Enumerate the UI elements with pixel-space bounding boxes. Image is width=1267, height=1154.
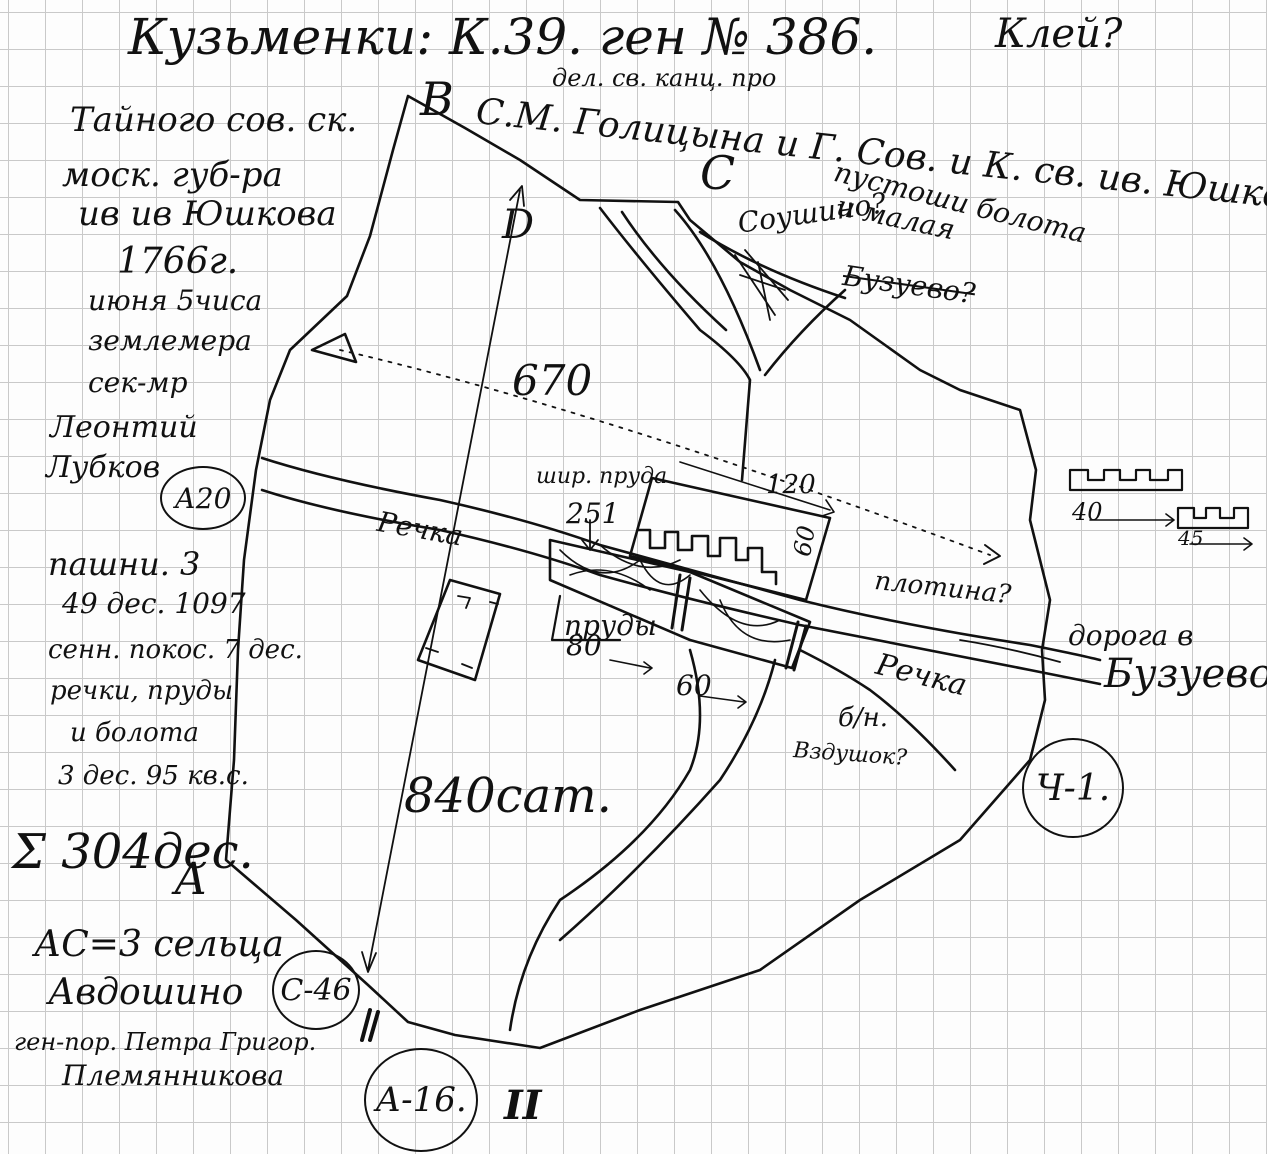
dotted-line — [339, 349, 991, 556]
left-note-line: землемера — [88, 324, 252, 357]
dim-60-arrow — [699, 695, 747, 709]
land-note-line: сенн. покос. 7 дес. — [48, 635, 303, 665]
sheet-title: Кузьменки: К.39. ген № 386. — [128, 8, 878, 66]
owner-line1: дел. св. канц. про — [552, 64, 777, 92]
corner-label-d: D — [502, 202, 535, 248]
total-area: Σ 304дес. — [12, 824, 254, 880]
pond — [548, 538, 812, 670]
pond-width-label: шир. пруда — [536, 464, 668, 489]
bottom-note-line: Племянникова — [62, 1059, 285, 1092]
legend-symbol-1 — [1068, 468, 1184, 492]
bottom-note-line: АС=3 сельца — [34, 924, 284, 965]
dimension-251: 251 — [566, 497, 620, 530]
left-note-line: июня 5чиса — [88, 284, 263, 317]
left-note-line: ив ив Юшкова — [78, 194, 337, 234]
stamp-a20: А20 — [160, 466, 246, 530]
bottom-note-line: ген-пор. Петра Григор. — [14, 1028, 317, 1056]
bottom-note-line: Авдошино — [48, 972, 244, 1013]
road — [508, 648, 777, 1032]
left-note-line: Лубков — [46, 450, 161, 485]
land-note-line: речки, пруды — [50, 676, 234, 706]
dim-251-arrow — [581, 519, 599, 551]
ravine — [598, 206, 847, 482]
pond-hatch — [559, 544, 791, 643]
stamp-u1: Ч-1. — [1022, 738, 1124, 838]
stamp-c46: С-46 — [272, 950, 360, 1030]
road-destination-label: Бузуево? — [1104, 651, 1267, 697]
legend-40-label: 40 — [1072, 498, 1103, 526]
corner-label-a: А — [174, 854, 208, 905]
dimension-840: 840сат. — [404, 768, 612, 824]
left-note-line: сек-мр — [88, 366, 188, 399]
boundary-tick — [360, 1008, 380, 1042]
land-note-line: и болота — [70, 718, 199, 748]
left-note-line: моск. губ-ра — [62, 155, 283, 195]
left-note-line: Леонтий — [50, 410, 198, 445]
dimension-line — [367, 189, 521, 971]
property-boundary — [224, 94, 1052, 1050]
dimension-60: 60 — [676, 669, 712, 702]
dam — [670, 573, 692, 632]
left-note-year: 1766г. — [117, 241, 239, 282]
legend-45-label: 45 — [1178, 526, 1204, 550]
dimension-60-vertical: 60 — [788, 523, 821, 559]
corner-label-c: С — [700, 146, 736, 200]
small-field — [416, 578, 502, 682]
dimension-80: 80 — [566, 629, 602, 662]
ravine-hatch — [734, 249, 789, 321]
land-note-line: 3 дес. 95 кв.с. — [58, 761, 249, 791]
land-note-line: 49 дес. 1097 — [62, 587, 246, 620]
land-note-line: пашни. 3 — [48, 545, 201, 583]
stamp-a16: А-16. — [364, 1048, 478, 1152]
nameless-stream — [798, 648, 957, 772]
dimension-120: 120 — [766, 470, 816, 500]
dim-120-arrow — [679, 461, 835, 517]
left-note-line: Тайного сов. ск. — [70, 100, 358, 140]
river-lower — [260, 488, 1102, 686]
nameless-stream-label: б/н. — [838, 703, 889, 733]
buildings — [636, 528, 778, 586]
corner-label-b: В — [420, 72, 454, 126]
dim-80-arrow — [609, 659, 653, 675]
roman-two-label: II — [504, 1082, 542, 1129]
road-label: дорога в — [1068, 619, 1194, 652]
dimension-670: 670 — [512, 356, 593, 405]
road-east — [959, 639, 1061, 663]
note-klei: Клей? — [995, 11, 1123, 57]
boundary-flag — [310, 332, 358, 364]
legend-symbol-2 — [1176, 506, 1250, 530]
ponds-label: пруды — [564, 609, 657, 642]
